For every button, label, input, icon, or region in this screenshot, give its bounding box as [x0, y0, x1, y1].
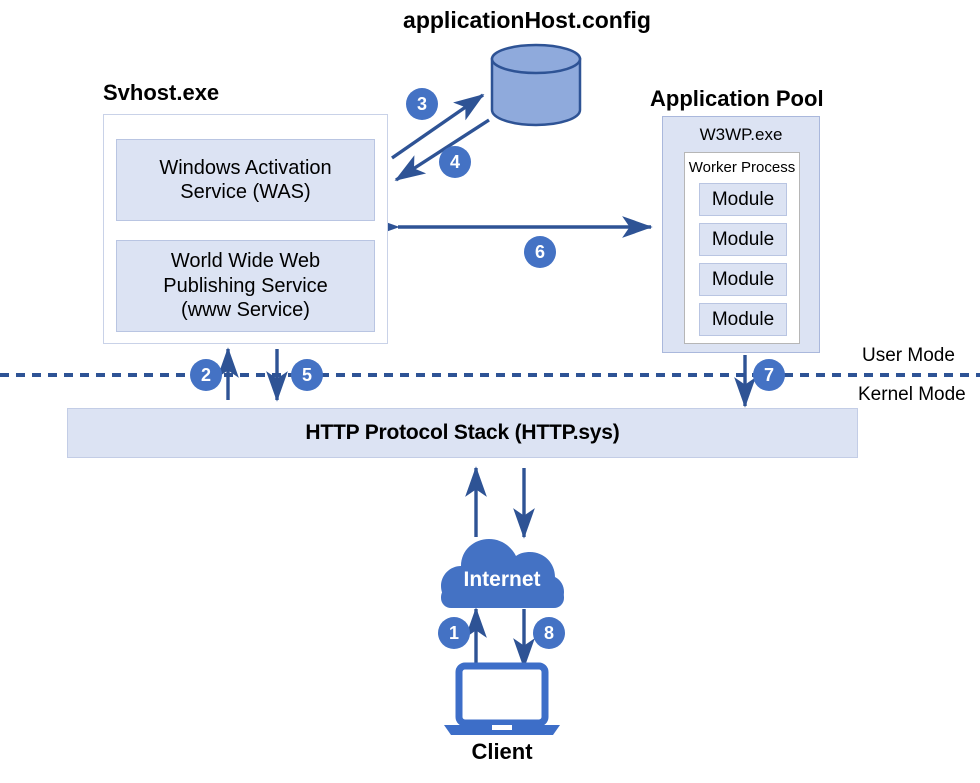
step-badge-7: 7 [753, 359, 785, 391]
was-service-line2: Service (WAS) [180, 181, 311, 203]
step-badge-8: 8 [533, 617, 565, 649]
step-badge-5: 5 [291, 359, 323, 391]
module-label-4: Module [711, 308, 775, 330]
module-label-2: Module [711, 228, 775, 250]
module-box-1: Module [699, 183, 787, 216]
step-badge-5-label: 5 [301, 364, 312, 385]
arrow-3 [391, 93, 485, 160]
applicationhost-config-cylinder-icon [490, 43, 582, 127]
step-badge-7-label: 7 [763, 364, 774, 385]
http-protocol-stack-bar: HTTP Protocol Stack (HTTP.sys) [67, 408, 858, 458]
module-box-4: Module [699, 303, 787, 336]
module-label-1: Module [711, 188, 775, 210]
step-badge-8-label: 8 [543, 622, 554, 643]
internet-cloud: Internet [438, 532, 566, 612]
step-badge-3: 3 [406, 88, 438, 120]
worker-process-label: Worker Process [688, 159, 796, 176]
w3wp-process-box: W3WP.exe Worker Process Module Module Mo… [662, 116, 820, 353]
http-protocol-stack-label: HTTP Protocol Stack (HTTP.sys) [305, 421, 620, 444]
step-badge-2: 2 [190, 359, 222, 391]
step-badge-2-label: 2 [200, 364, 211, 385]
www-service-line3: (www Service) [181, 299, 310, 322]
kernel-mode-label: Kernel Mode [858, 384, 966, 405]
client-device: Client [440, 662, 564, 764]
module-box-3: Module [699, 263, 787, 296]
w3wp-process-label: W3WP.exe [699, 125, 783, 144]
www-service-line2: Publishing Service [163, 274, 328, 297]
step-badge-1: 1 [438, 617, 470, 649]
module-label-3: Module [711, 268, 775, 290]
step-badge-4-label: 4 [449, 151, 460, 172]
step-badge-3-label: 3 [416, 93, 427, 114]
step-badge-4: 4 [439, 146, 471, 178]
svhost-title: Svhost.exe [103, 80, 220, 105]
laptop-icon [444, 662, 560, 735]
step-badge-1-label: 1 [448, 622, 459, 643]
step-badge-6: 6 [524, 236, 556, 268]
www-service-box: World Wide Web Publishing Service (www S… [116, 240, 375, 332]
www-service-line1: World Wide Web [170, 250, 321, 273]
user-mode-label: User Mode [862, 345, 955, 366]
client-label: Client [471, 739, 533, 764]
applicationhost-config-title: applicationHost.config [403, 7, 651, 33]
worker-process-box: Worker Process Module Module Module Modu… [684, 152, 800, 344]
module-box-2: Module [699, 223, 787, 256]
step-badge-6-label: 6 [534, 241, 545, 262]
cloud-icon [441, 539, 564, 608]
was-service-box: Windows Activation Service (WAS) [116, 139, 375, 221]
application-pool-title: Application Pool [650, 86, 824, 111]
was-service-line1: Windows Activation [159, 156, 332, 179]
